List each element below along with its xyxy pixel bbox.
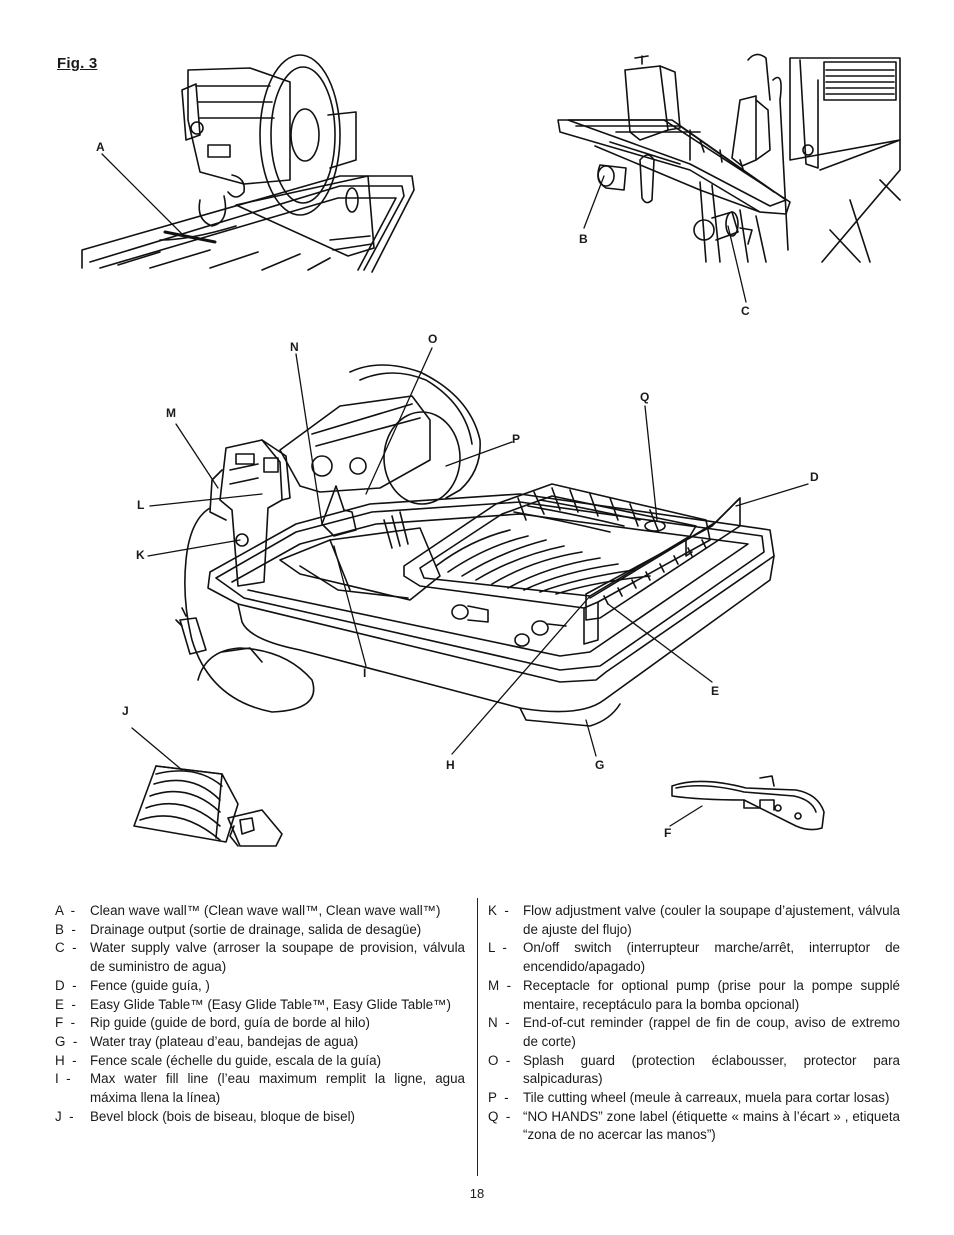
legend-item-n: N -End-of-cut reminder (rappel de fin de… (488, 1015, 900, 1049)
callout-m: M (166, 406, 176, 420)
legend-item-e: E -Easy Glide Table™ (Easy Glide Table™,… (55, 996, 451, 1012)
column-divider (477, 898, 478, 1176)
legend-item-g: G -Water tray (plateau d’eau, bandejas d… (55, 1033, 359, 1049)
detail-bevel-block (133, 765, 283, 847)
leader-lines (101, 153, 809, 827)
callout-k: K (136, 548, 145, 562)
callout-h: H (446, 758, 455, 772)
legend-item-p: P -Tile cutting wheel (meule à carreaux,… (488, 1090, 890, 1106)
legend-item-h: H -Fence scale (échelle du guide, escala… (55, 1052, 382, 1068)
detail-tile-saw-main (175, 364, 775, 727)
figure-title: Fig. 3 (57, 55, 98, 72)
callout-l: L (137, 498, 145, 512)
legend-item-d: D -Fence (guide guía, ) (55, 977, 210, 993)
callout-q: Q (640, 390, 650, 404)
legend-item-a: A -Clean wave wall™ (Clean wave wall™, C… (55, 903, 441, 918)
legend-left: A -Clean wave wall™ (Clean wave wall™, C… (55, 902, 465, 1126)
callout-g: G (595, 758, 605, 772)
callout-e: E (711, 684, 720, 698)
callout-n: N (290, 340, 299, 354)
callout-j: J (122, 704, 129, 718)
legend-item-m: M -Receptacle for optional pump (prise p… (488, 977, 900, 1012)
detail-clean-wave-wall (81, 54, 415, 273)
detail-drain-and-valve (557, 53, 901, 263)
legend-item-q: Q -“NO HANDS” zone label (étiquette « ma… (488, 1108, 900, 1143)
legend-item-f: F -Rip guide (guide de bord, guía de bor… (55, 1015, 370, 1031)
callout-i: I (363, 666, 367, 680)
legend-right: K -Flow adjustment valve (couler la soup… (488, 902, 900, 1145)
detail-rip-guide (671, 775, 825, 831)
legend-item-j: J -Bevel block (bois de biseau, bloque d… (55, 1108, 356, 1124)
page-number: 18 (469, 1186, 485, 1201)
callout-d: D (810, 470, 819, 484)
tile-saw-illustration (81, 53, 901, 847)
callout-o: O (428, 332, 438, 346)
legend-item-o: O -Splash guard (protection éclabousser,… (488, 1052, 900, 1087)
legend-item-l: L -On/off switch (interrupteur marche/ar… (488, 940, 900, 975)
legend-item-c: C -Water supply valve (arroser la soupap… (55, 940, 465, 975)
legend-item-i: I -Max water fill line (l’eau maximum re… (55, 1071, 465, 1106)
callout-f: F (664, 826, 672, 840)
legend-item-k: K -Flow adjustment valve (couler la soup… (488, 903, 900, 937)
callout-b: B (579, 232, 588, 246)
callout-a: A (96, 140, 105, 154)
callout-p: P (512, 432, 521, 446)
legend-item-b: B -Drainage output (sortie de drainage, … (55, 921, 422, 937)
callout-c: C (741, 304, 750, 318)
